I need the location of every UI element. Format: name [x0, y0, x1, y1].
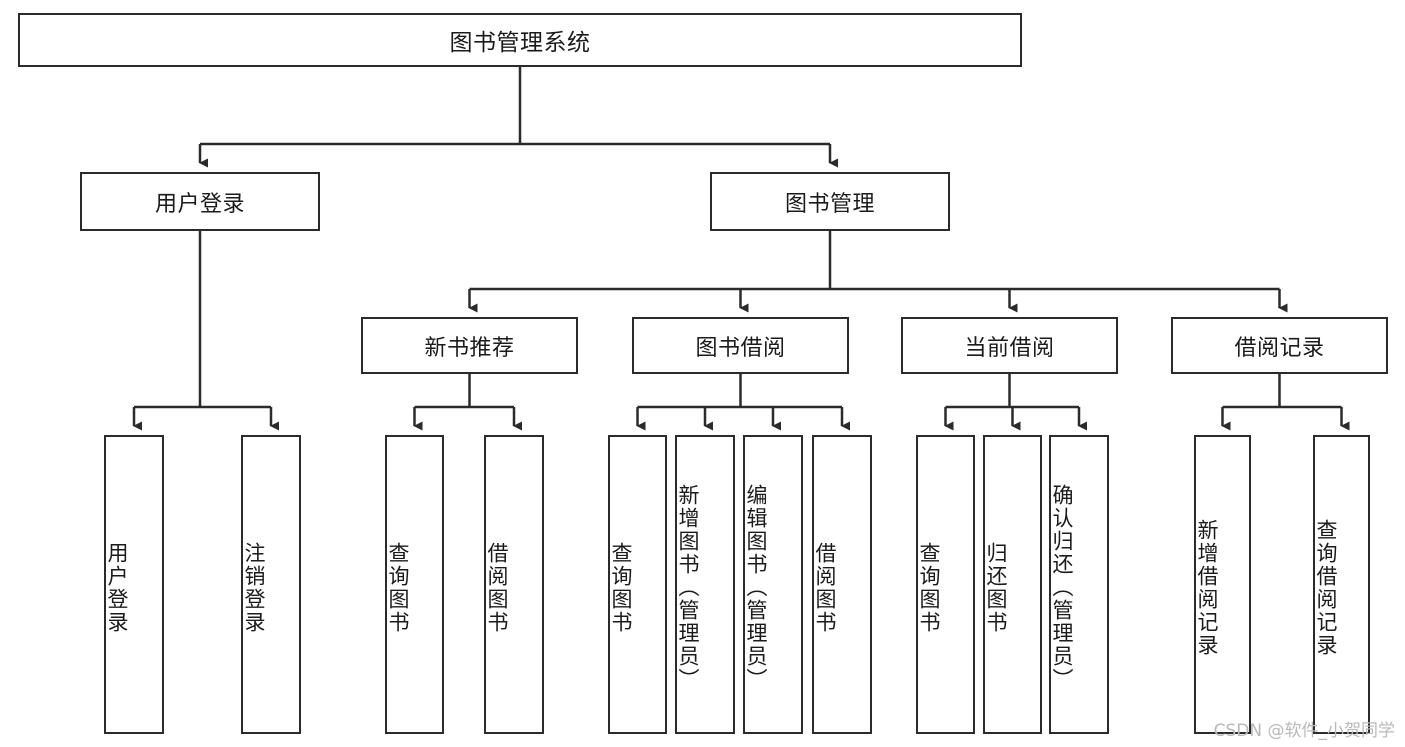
node-label-root: 图书管理系统 [449, 30, 591, 56]
node-leaf-query-book-3[interactable]: 查询图书 [916, 435, 975, 734]
csdn-watermark: CSDN @软件_小贺同学 [1213, 721, 1395, 741]
node-label-leaf-add-book-admin: 新增图书（管理员） [676, 484, 700, 691]
node-label-leaf-borrow-book-2: 借阅图书 [813, 541, 837, 634]
node-leaf-edit-book-admin[interactable]: 编辑图书（管理员） [743, 435, 803, 734]
node-book-manage[interactable]: 图书管理 [710, 172, 950, 231]
node-user-login[interactable]: 用户登录 [80, 172, 320, 231]
node-leaf-query-book-1[interactable]: 查询图书 [385, 435, 444, 734]
node-label-leaf-query-borrow-record: 查询借阅记录 [1314, 518, 1338, 657]
node-leaf-query-borrow-record[interactable]: 查询借阅记录 [1313, 435, 1370, 734]
node-label-leaf-borrow-book-1: 借阅图书 [485, 541, 509, 634]
node-label-book-borrow: 图书借阅 [695, 335, 786, 361]
node-label-current-borrow: 当前借阅 [964, 335, 1055, 361]
node-leaf-logout[interactable]: 注销登录 [241, 435, 301, 734]
node-label-leaf-query-book-3: 查询图书 [917, 541, 941, 634]
node-leaf-add-borrow-record[interactable]: 新增借阅记录 [1194, 435, 1251, 734]
node-label-leaf-logout: 注销登录 [242, 541, 266, 634]
node-leaf-borrow-book-2[interactable]: 借阅图书 [812, 435, 872, 734]
node-label-leaf-user-login: 用户登录 [105, 541, 129, 634]
node-label-borrow-record: 借阅记录 [1234, 335, 1325, 361]
node-label-leaf-edit-book-admin: 编辑图书（管理员） [744, 484, 768, 691]
node-leaf-user-login[interactable]: 用户登录 [104, 435, 164, 734]
node-label-leaf-return-book: 归还图书 [984, 541, 1008, 634]
node-label-new-book-recommend: 新书推荐 [424, 335, 515, 361]
node-label-leaf-confirm-return-admin: 确认归还（管理员） [1050, 484, 1074, 691]
node-borrow-record[interactable]: 借阅记录 [1171, 317, 1388, 374]
node-label-book-manage: 图书管理 [784, 191, 875, 217]
node-label-user-login: 用户登录 [154, 191, 245, 217]
node-new-book-recommend[interactable]: 新书推荐 [361, 317, 578, 374]
node-root[interactable]: 图书管理系统 [18, 13, 1022, 67]
node-leaf-add-book-admin[interactable]: 新增图书（管理员） [675, 435, 735, 734]
node-leaf-return-book[interactable]: 归还图书 [983, 435, 1042, 734]
node-leaf-borrow-book-1[interactable]: 借阅图书 [484, 435, 544, 734]
node-current-borrow[interactable]: 当前借阅 [901, 317, 1118, 374]
node-leaf-query-book-2[interactable]: 查询图书 [608, 435, 667, 734]
node-label-leaf-add-borrow-record: 新增借阅记录 [1195, 518, 1219, 657]
node-leaf-confirm-return-admin[interactable]: 确认归还（管理员） [1049, 435, 1109, 734]
node-label-leaf-query-book-2: 查询图书 [609, 541, 633, 634]
node-book-borrow[interactable]: 图书借阅 [632, 317, 849, 374]
node-label-leaf-query-book-1: 查询图书 [386, 541, 410, 634]
